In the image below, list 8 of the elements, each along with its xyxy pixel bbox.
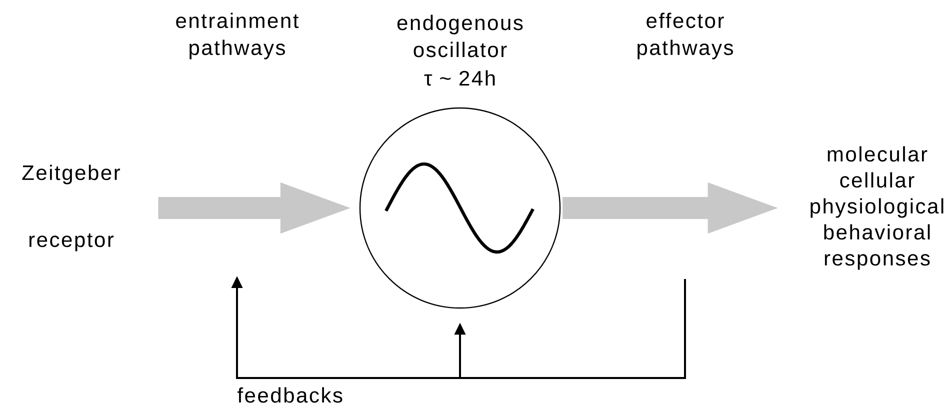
text-label: effector pathways bbox=[638, 12, 733, 60]
text-label: entrainment pathways bbox=[176, 12, 299, 60]
feedback-arrow bbox=[454, 279, 686, 379]
heading: τ ~ 24h bbox=[424, 70, 495, 86]
text-label: feedbacks bbox=[238, 387, 342, 403]
text-label: molecular cellular physiological behavioral responses bbox=[810, 146, 944, 270]
text-label: Zeitgeber bbox=[22, 164, 120, 184]
text-label: receptor bbox=[29, 233, 114, 252]
